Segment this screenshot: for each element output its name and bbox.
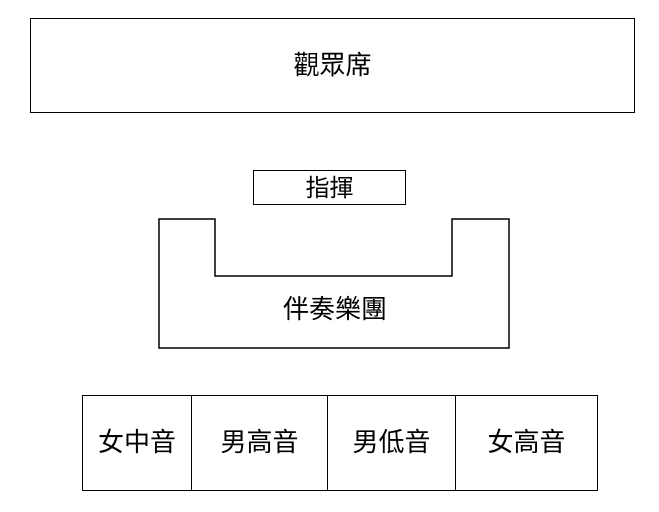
choir-section-label: 男低音 <box>352 428 431 458</box>
orchestra-label: 伴奏樂團 <box>282 295 387 325</box>
choir-section-label: 女高音 <box>487 428 566 458</box>
audience-seating-box: 觀眾席 <box>30 18 635 113</box>
choir-section-tenor: 男高音 <box>192 396 328 490</box>
choir-row: 女中音 男高音 男低音 女高音 <box>82 395 598 491</box>
audience-label: 觀眾席 <box>293 50 372 81</box>
choir-section-soprano: 女高音 <box>456 396 597 490</box>
conductor-box: 指揮 <box>253 170 406 205</box>
conductor-label: 指揮 <box>305 173 354 202</box>
choir-section-label: 男高音 <box>220 428 299 458</box>
choir-section-label: 女中音 <box>97 428 176 458</box>
choir-section-bass: 男低音 <box>328 396 456 490</box>
choir-section-alto: 女中音 <box>83 396 192 490</box>
